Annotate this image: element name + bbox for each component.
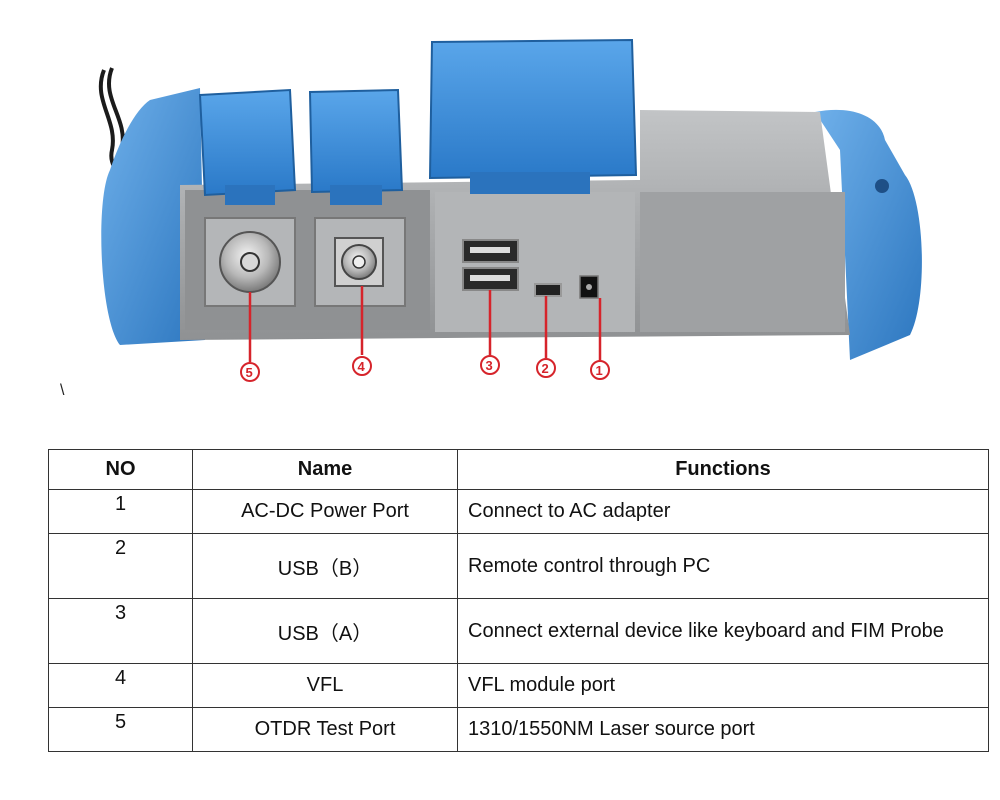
table-row: 5 OTDR Test Port 1310/1550NM Laser sourc… xyxy=(48,707,989,752)
header-no: NO xyxy=(48,449,193,490)
row-name: OTDR Test Port xyxy=(192,707,458,752)
row-name: AC-DC Power Port xyxy=(192,489,458,534)
row-name: USB（B） xyxy=(192,533,458,599)
row-name: VFL xyxy=(192,663,458,708)
row-name: USB（A） xyxy=(192,598,458,664)
callout-4: 4 xyxy=(358,359,366,374)
vfl-dust-cap[interactable] xyxy=(308,88,404,194)
callout-numbers: 5 4 3 2 1 xyxy=(246,358,603,380)
callout-1: 1 xyxy=(596,363,603,378)
callout-2: 2 xyxy=(542,361,549,376)
device-photo: 5 4 3 2 1 xyxy=(98,38,922,382)
table-row: 4 VFL VFL module port xyxy=(48,663,989,708)
vfl-cap-hinge xyxy=(330,185,382,205)
vfl-port-ferrule xyxy=(352,255,366,269)
row-no: 5 xyxy=(48,707,193,752)
callout-5: 5 xyxy=(246,365,253,380)
table-row: 1 AC-DC Power Port Connect to AC adapter xyxy=(48,489,989,534)
header-name: Name xyxy=(192,449,458,490)
side-panel xyxy=(640,192,845,332)
table-row: 2 USB（B） Remote control through PC xyxy=(48,533,989,599)
row-function: VFL module port xyxy=(457,663,989,708)
right-bumper xyxy=(815,109,922,360)
io-cover-hinge xyxy=(470,172,590,194)
row-function: Remote control through PC xyxy=(457,533,989,599)
table-header-row: NO Name Functions xyxy=(48,449,989,490)
row-no: 2 xyxy=(48,533,193,599)
otdr-dust-cap[interactable] xyxy=(198,88,297,197)
io-cover-flap[interactable] xyxy=(428,38,638,180)
row-function: Connect to AC adapter xyxy=(457,489,989,534)
usb-a-tongue-upper xyxy=(470,247,510,253)
table-row: 3 USB（A） Connect external device like ke… xyxy=(48,598,989,664)
row-function: Connect external device like keyboard an… xyxy=(457,598,989,664)
power-port-pin xyxy=(586,284,592,290)
usb-b-port[interactable] xyxy=(534,283,562,297)
callout-markers xyxy=(240,355,610,382)
port-table: NO Name Functions 1 AC-DC Power Port Con… xyxy=(48,449,989,752)
header-functions: Functions xyxy=(457,449,989,490)
stray-mark: \ xyxy=(60,382,65,399)
callout-3: 3 xyxy=(486,358,493,373)
callout-leaders xyxy=(248,286,602,362)
row-no: 1 xyxy=(48,489,193,534)
usb-a-tongue-lower xyxy=(470,275,510,281)
left-bumper xyxy=(101,88,205,345)
row-function: 1310/1550NM Laser source port xyxy=(457,707,989,752)
row-no: 4 xyxy=(48,663,193,708)
otdr-cap-hinge xyxy=(225,185,275,205)
strap-hole xyxy=(875,179,889,193)
row-no: 3 xyxy=(48,598,193,664)
otdr-port-ferrule xyxy=(240,252,260,272)
